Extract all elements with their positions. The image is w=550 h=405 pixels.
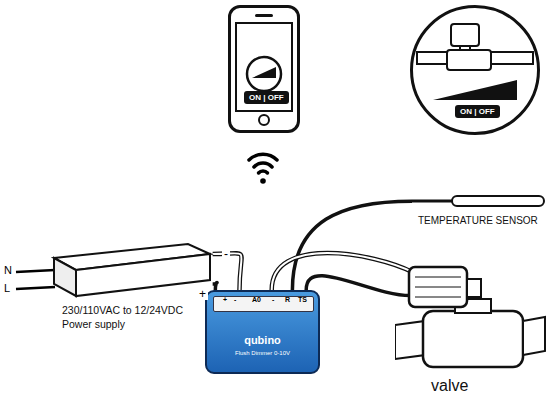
mains-wires [16, 270, 55, 289]
pin-label: - [272, 296, 274, 303]
pin-label: A0 [252, 296, 261, 303]
temperature-sensor: TEMPERATURE SENSOR [412, 195, 548, 239]
valve-control-icon: ON | OFF [410, 5, 540, 135]
valve: valve [395, 255, 547, 400]
brand-name: qubino [207, 334, 318, 346]
phone-art [231, 8, 297, 130]
pin-label: TS [298, 296, 307, 303]
wire-label: N [4, 265, 12, 276]
wifi-symbol [249, 154, 277, 184]
node-label: valve [431, 377, 468, 395]
power-supply: 230/110VAC to 12/24VDC Power supply [40, 238, 218, 338]
node-label: ON | OFF [455, 105, 500, 118]
wire [272, 253, 414, 290]
wire-label: L [4, 283, 10, 294]
pin-label: + [223, 296, 227, 303]
wire [292, 201, 412, 290]
power-supply-box [40, 238, 218, 308]
polarity-label: - [222, 248, 230, 260]
smartphone: ON | OFF [228, 5, 300, 133]
node-label: TEMPERATURE SENSOR [418, 215, 538, 226]
pin-label: R [285, 296, 290, 303]
pin-label: - [234, 296, 236, 303]
polarity-label: + [197, 288, 208, 300]
node-label: Flush Dimmer 0-10V [207, 350, 318, 356]
node-label: ON | OFF [244, 91, 289, 104]
valve-art [395, 255, 547, 379]
sensor-probe [412, 195, 548, 215]
node-label: 230/110VAC to 12/24VDC Power supply [62, 304, 208, 331]
wire [306, 276, 410, 296]
wire [213, 283, 217, 291]
